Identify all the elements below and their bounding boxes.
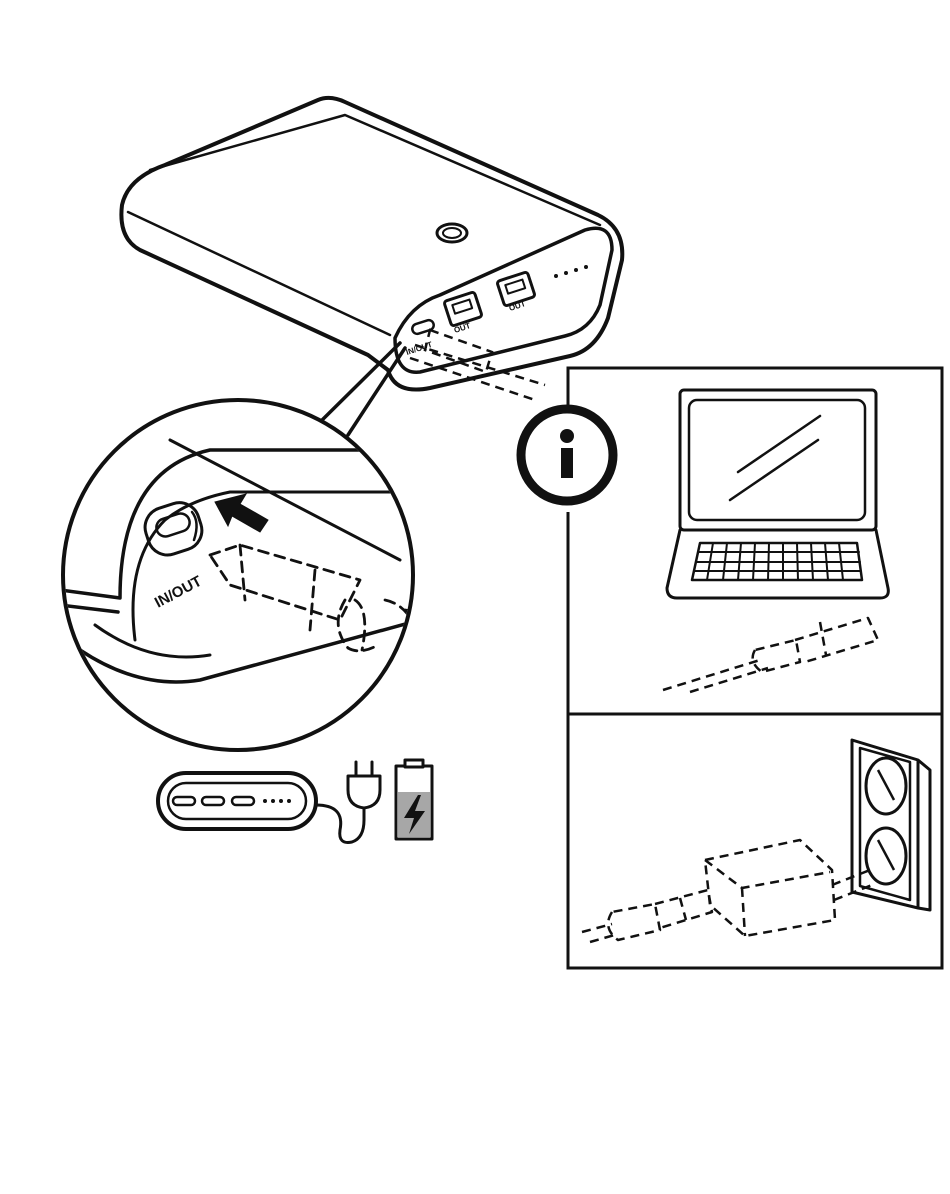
info-icon — [521, 409, 613, 501]
wall-socket-icon — [852, 740, 930, 910]
zoom-callout — [63, 343, 413, 750]
usb-cable-dashed — [663, 618, 878, 692]
power-bank — [121, 98, 622, 390]
power-bank-charging-indicator — [158, 773, 364, 843]
battery-charging-icon — [396, 760, 432, 839]
laptop-icon — [667, 390, 888, 598]
plug-icon — [348, 762, 380, 808]
usb-cable-dashed-2 — [582, 890, 712, 942]
wall-adapter-icon — [705, 840, 872, 936]
